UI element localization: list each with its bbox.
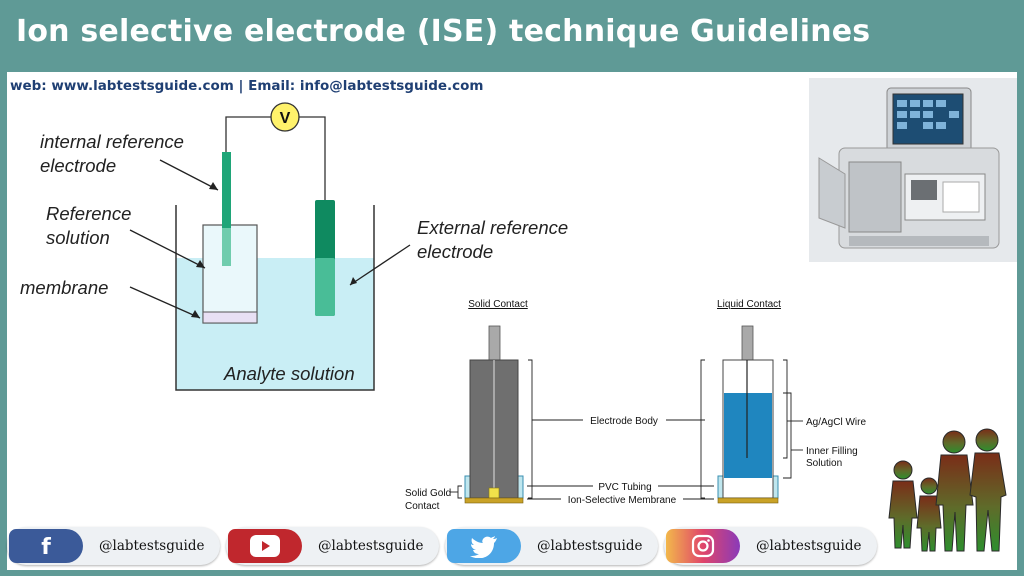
- membrane: [202, 311, 258, 324]
- voltmeter-label: V: [280, 110, 291, 127]
- youtube-link[interactable]: @labtestsguide: [226, 527, 439, 565]
- electrochemical-cell: V internal reference electrode Reference…: [20, 102, 568, 391]
- internal-electrode-immersed: [222, 228, 231, 266]
- facebook-handle: @labtestsguide: [99, 538, 205, 554]
- label-internal-ref-2: electrode: [40, 155, 116, 176]
- arrow-ref-solution: [129, 229, 206, 269]
- label-external-ref-2: electrode: [417, 241, 493, 262]
- voltmeter-icon: [270, 102, 300, 132]
- arrow-membrane: [129, 286, 201, 319]
- external-electrode-immersed: [315, 258, 335, 316]
- wire-left: [225, 116, 271, 152]
- facebook-icon: f: [9, 529, 83, 563]
- label-internal-ref-1: internal reference: [40, 131, 184, 152]
- liquid-contact-title: Liquid Contact: [717, 299, 781, 310]
- label-solid-gold-1: Solid Gold: [405, 488, 451, 499]
- label-analyte: Analyte solution: [223, 363, 355, 384]
- label-ion-selective-membrane: Ion-Selective Membrane: [568, 495, 677, 506]
- label-inner-filling-2: Solution: [806, 458, 842, 469]
- wire-bracket: [783, 359, 788, 459]
- liquid-contact-pin: [741, 325, 754, 361]
- instagram-icon: [666, 529, 740, 563]
- contact-electrodes-diagram: Solid Contact Liquid Contact: [405, 299, 866, 512]
- page-title: Ion selective electrode (ISE) technique …: [16, 14, 871, 49]
- liquid-ion-selective-membrane: [717, 497, 779, 504]
- filling-bracket: [783, 392, 792, 479]
- label-inner-filling-1: Inner Filling: [806, 446, 858, 457]
- analyzer-device-drawing: [809, 78, 1017, 262]
- label-ref-solution-2: solution: [46, 227, 110, 248]
- youtube-icon: [228, 529, 302, 563]
- label-ref-solution-1: Reference: [46, 203, 131, 224]
- social-bar: f @labtestsguide @labtestsguide @labtest…: [7, 527, 877, 570]
- svg-text:f: f: [41, 535, 51, 558]
- internal-reference-electrode: [222, 152, 231, 266]
- label-pvc-tubing: PVC Tubing: [598, 482, 651, 493]
- facebook-link[interactable]: f @labtestsguide: [7, 527, 220, 565]
- instagram-handle: @labtestsguide: [756, 538, 862, 554]
- liquid-body-bracket: [700, 359, 705, 499]
- solid-contact-pin: [488, 325, 501, 361]
- twitter-icon: [447, 529, 521, 563]
- family-silhouette-icon: [888, 428, 1007, 552]
- solid-ion-selective-membrane: [464, 497, 524, 504]
- inner-filling-solution: [724, 393, 772, 478]
- label-external-ref-1: External reference: [417, 217, 568, 238]
- solid-gold-contact: [488, 487, 500, 499]
- beaker: [175, 205, 375, 391]
- solid-contact-title: Solid Contact: [468, 299, 528, 310]
- twitter-handle: @labtestsguide: [537, 538, 643, 554]
- wire-right: [299, 116, 326, 200]
- instagram-link[interactable]: @labtestsguide: [664, 527, 877, 565]
- label-agagcl-wire: Ag/AgCl Wire: [806, 417, 866, 428]
- analyzer-device-image: [809, 78, 1017, 262]
- arrow-internal-ref: [159, 159, 219, 191]
- label-membrane: membrane: [20, 277, 108, 298]
- web-email-line: web: www.labtestsguide.com | Email: info…: [10, 78, 484, 94]
- label-solid-gold-2: Contact: [405, 501, 440, 512]
- youtube-handle: @labtestsguide: [318, 538, 424, 554]
- label-electrode-body: Electrode Body: [590, 416, 658, 427]
- solid-body-bracket: [528, 359, 533, 499]
- arrow-external-ref: [349, 244, 411, 286]
- twitter-link[interactable]: @labtestsguide: [445, 527, 658, 565]
